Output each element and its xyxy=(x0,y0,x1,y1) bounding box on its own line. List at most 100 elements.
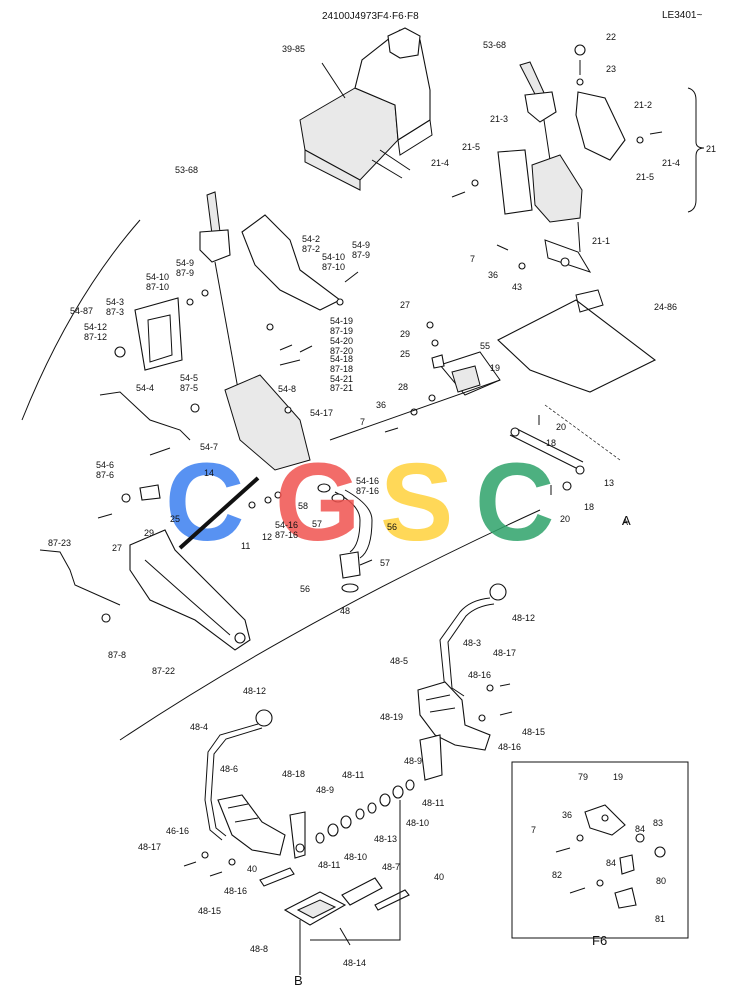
part-number-label: 21-5 xyxy=(462,142,480,152)
part-number-label: 14 xyxy=(204,468,214,478)
part-number-label: 48-16 xyxy=(498,742,521,752)
part-number-label: 56 xyxy=(300,584,310,594)
part-number-label: 27 xyxy=(112,543,122,553)
part-number-label: 21-3 xyxy=(490,114,508,124)
part-number-label: 87-9 xyxy=(352,250,370,260)
part-number-label: 54-3 xyxy=(106,297,124,307)
part-number-label: 54-16 xyxy=(356,476,379,486)
inset-f6 xyxy=(511,761,689,939)
part-number-label: 28 xyxy=(398,382,408,392)
part-number-label: 7 xyxy=(360,417,365,427)
part-number-label: 25 xyxy=(400,349,410,359)
part-number-label: 36 xyxy=(562,810,572,820)
part-number-label: 87-10 xyxy=(146,282,169,292)
serial-range: LE3401~ xyxy=(662,10,702,21)
part-number-label: 48-8 xyxy=(250,944,268,954)
part-number-label: 48-4 xyxy=(190,722,208,732)
part-number-label: 48-9 xyxy=(316,785,334,795)
right-lever-console xyxy=(451,44,705,273)
part-number-label: 81 xyxy=(655,914,665,924)
part-number-label: 87-22 xyxy=(152,666,175,676)
part-number-label: 54-21 xyxy=(330,374,353,384)
part-number-label: 48-12 xyxy=(512,613,535,623)
part-number-label: 11 xyxy=(241,541,250,551)
part-number-label: 48-5 xyxy=(390,656,408,666)
part-number-label: 56 xyxy=(387,522,397,532)
part-number-label: 48-7 xyxy=(382,862,400,872)
part-number-label: 29 xyxy=(144,528,154,538)
part-number-label: 54-17 xyxy=(310,408,333,418)
part-number-label: 48 xyxy=(340,606,350,616)
part-number-label: 21-4 xyxy=(431,158,449,168)
part-number-label: 21-5 xyxy=(636,172,654,182)
part-number-label: 27 xyxy=(400,300,410,310)
part-number-label: 84 xyxy=(635,824,645,834)
part-number-label: 48-6 xyxy=(220,764,238,774)
part-number-label: 54-8 xyxy=(278,384,296,394)
part-number-label: 20 xyxy=(560,514,570,524)
part-number-label: 54-5 xyxy=(180,373,198,383)
part-number-label: 48-16 xyxy=(468,670,491,680)
part-number-label: 48-11 xyxy=(318,860,340,870)
part-number-label: 48-17 xyxy=(138,842,161,852)
part-number-label: 18 xyxy=(546,438,556,448)
part-number-label: 48-10 xyxy=(406,818,429,828)
part-number-label: 84 xyxy=(606,858,616,868)
part-number-label: 87-16 xyxy=(275,530,298,540)
part-number-label: 48-11 xyxy=(422,798,444,808)
part-number-label: 80 xyxy=(656,876,666,886)
part-number-label: 24-86 xyxy=(654,302,677,312)
left-lever-console xyxy=(21,191,359,471)
part-number-label: 7 xyxy=(531,825,536,835)
part-number-label: 22 xyxy=(606,32,616,42)
part-number-label: 21-1 xyxy=(592,236,610,246)
left-pedal-bracket xyxy=(39,484,541,741)
part-number-label: 54-20 xyxy=(330,336,353,346)
part-number-label: 79 xyxy=(578,772,588,782)
part-number-label: 82 xyxy=(552,870,562,880)
part-number-label: 83 xyxy=(653,818,663,828)
left-pedal xyxy=(183,709,306,877)
part-number-label: 87-21 xyxy=(330,383,353,393)
watermark-logo: C G S C xyxy=(165,441,554,564)
part-number-label: 36 xyxy=(376,400,386,410)
part-number-label: 54-2 xyxy=(302,234,320,244)
part-number-label: 87-18 xyxy=(330,364,353,374)
part-number-label: 87-20 xyxy=(330,346,353,356)
part-number-label: 48-15 xyxy=(522,727,545,737)
marker-a: A xyxy=(622,513,631,528)
pedal-shaft-group xyxy=(259,779,415,975)
part-number-label: 87-8 xyxy=(108,650,126,660)
part-number-label: 54-10 xyxy=(322,252,345,262)
part-number-label: 57 xyxy=(312,519,322,529)
part-number-label: 55 xyxy=(480,341,490,351)
part-number-label: A xyxy=(622,517,628,527)
part-number-label: 54-7 xyxy=(200,442,218,452)
part-number-label: 54-18 xyxy=(330,354,353,364)
part-number-label: 87-2 xyxy=(302,244,320,254)
part-number-label: 48-16 xyxy=(224,886,247,896)
part-number-label: 54-10 xyxy=(146,272,169,282)
part-number-label: 29 xyxy=(400,329,410,339)
part-number-label: 87-10 xyxy=(322,262,345,272)
part-number-label: 48-19 xyxy=(380,712,403,722)
part-number-label: 18 xyxy=(584,502,594,512)
part-number-label: 36 xyxy=(488,270,498,280)
right-pedal xyxy=(417,583,513,781)
part-number-label: 48-12 xyxy=(243,686,266,696)
part-number-label: 54-4 xyxy=(136,383,154,393)
part-number-label: 87-5 xyxy=(180,383,198,393)
part-number-label: 87-6 xyxy=(96,470,114,480)
part-number-label: 48-9 xyxy=(404,756,422,766)
part-number-label: 53-68 xyxy=(483,40,506,50)
part-number-label: 21-4 xyxy=(662,158,680,168)
part-number-label: 39-85 xyxy=(282,44,305,54)
part-number-label: 53-68 xyxy=(175,165,198,175)
part-number-label: 54-19 xyxy=(330,316,353,326)
part-number-label: 23 xyxy=(606,64,616,74)
diagram-code: 24100J4973F4·F6·F8 xyxy=(322,11,419,22)
inset-label: F6 xyxy=(592,933,607,948)
part-number-label: 40 xyxy=(247,864,257,874)
watermark-letter-s: S xyxy=(380,441,453,564)
